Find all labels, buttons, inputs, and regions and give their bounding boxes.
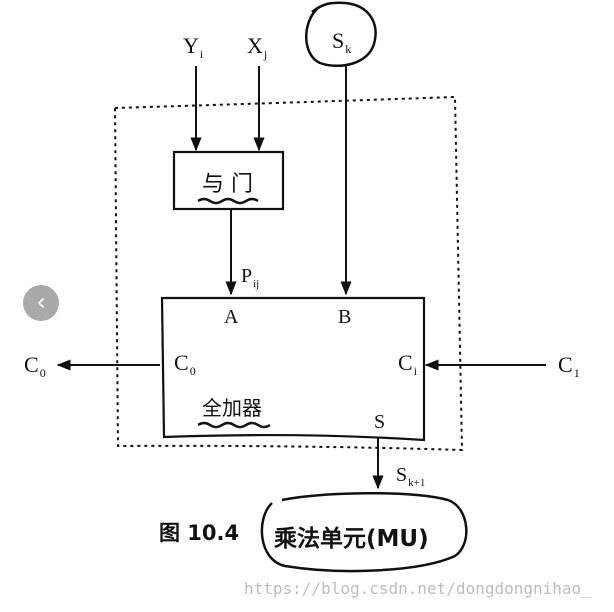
carry-out-label: C0 (24, 352, 46, 380)
adder-port-ci: Ci (398, 350, 418, 378)
chevron-left-icon: ‹ (36, 287, 46, 316)
watermark-url: https://blog.csdn.net/dongdongnihao_ (244, 579, 591, 598)
previous-page-button[interactable]: ‹ (23, 285, 59, 321)
sum-out-label: Sk+1 (396, 464, 425, 489)
adder-port-a: A (224, 306, 239, 328)
adder-underline (197, 421, 271, 429)
product-label: Pij (241, 265, 259, 290)
adder-port-b: B (338, 306, 351, 328)
figure-number: 图 10.4 (159, 521, 239, 545)
input-y-label: Yi (183, 33, 204, 61)
figure-title: 乘法单元(MU) (273, 526, 429, 552)
and-gate-underline (197, 197, 259, 205)
full-adder-box (160, 296, 426, 442)
carry-in-label: C1 (558, 352, 580, 380)
input-s-label: Sk (332, 28, 351, 56)
adder-label: 全加器 (202, 396, 262, 420)
and-gate-label: 与 门 (202, 172, 253, 197)
caption-highlight-circle (260, 491, 468, 573)
sk-highlight-circle (305, 1, 377, 67)
adder-port-s: S (374, 411, 385, 433)
mu-boundary (113, 95, 464, 452)
input-x-label: Xj (247, 33, 267, 61)
adder-port-c0: C0 (174, 350, 196, 378)
